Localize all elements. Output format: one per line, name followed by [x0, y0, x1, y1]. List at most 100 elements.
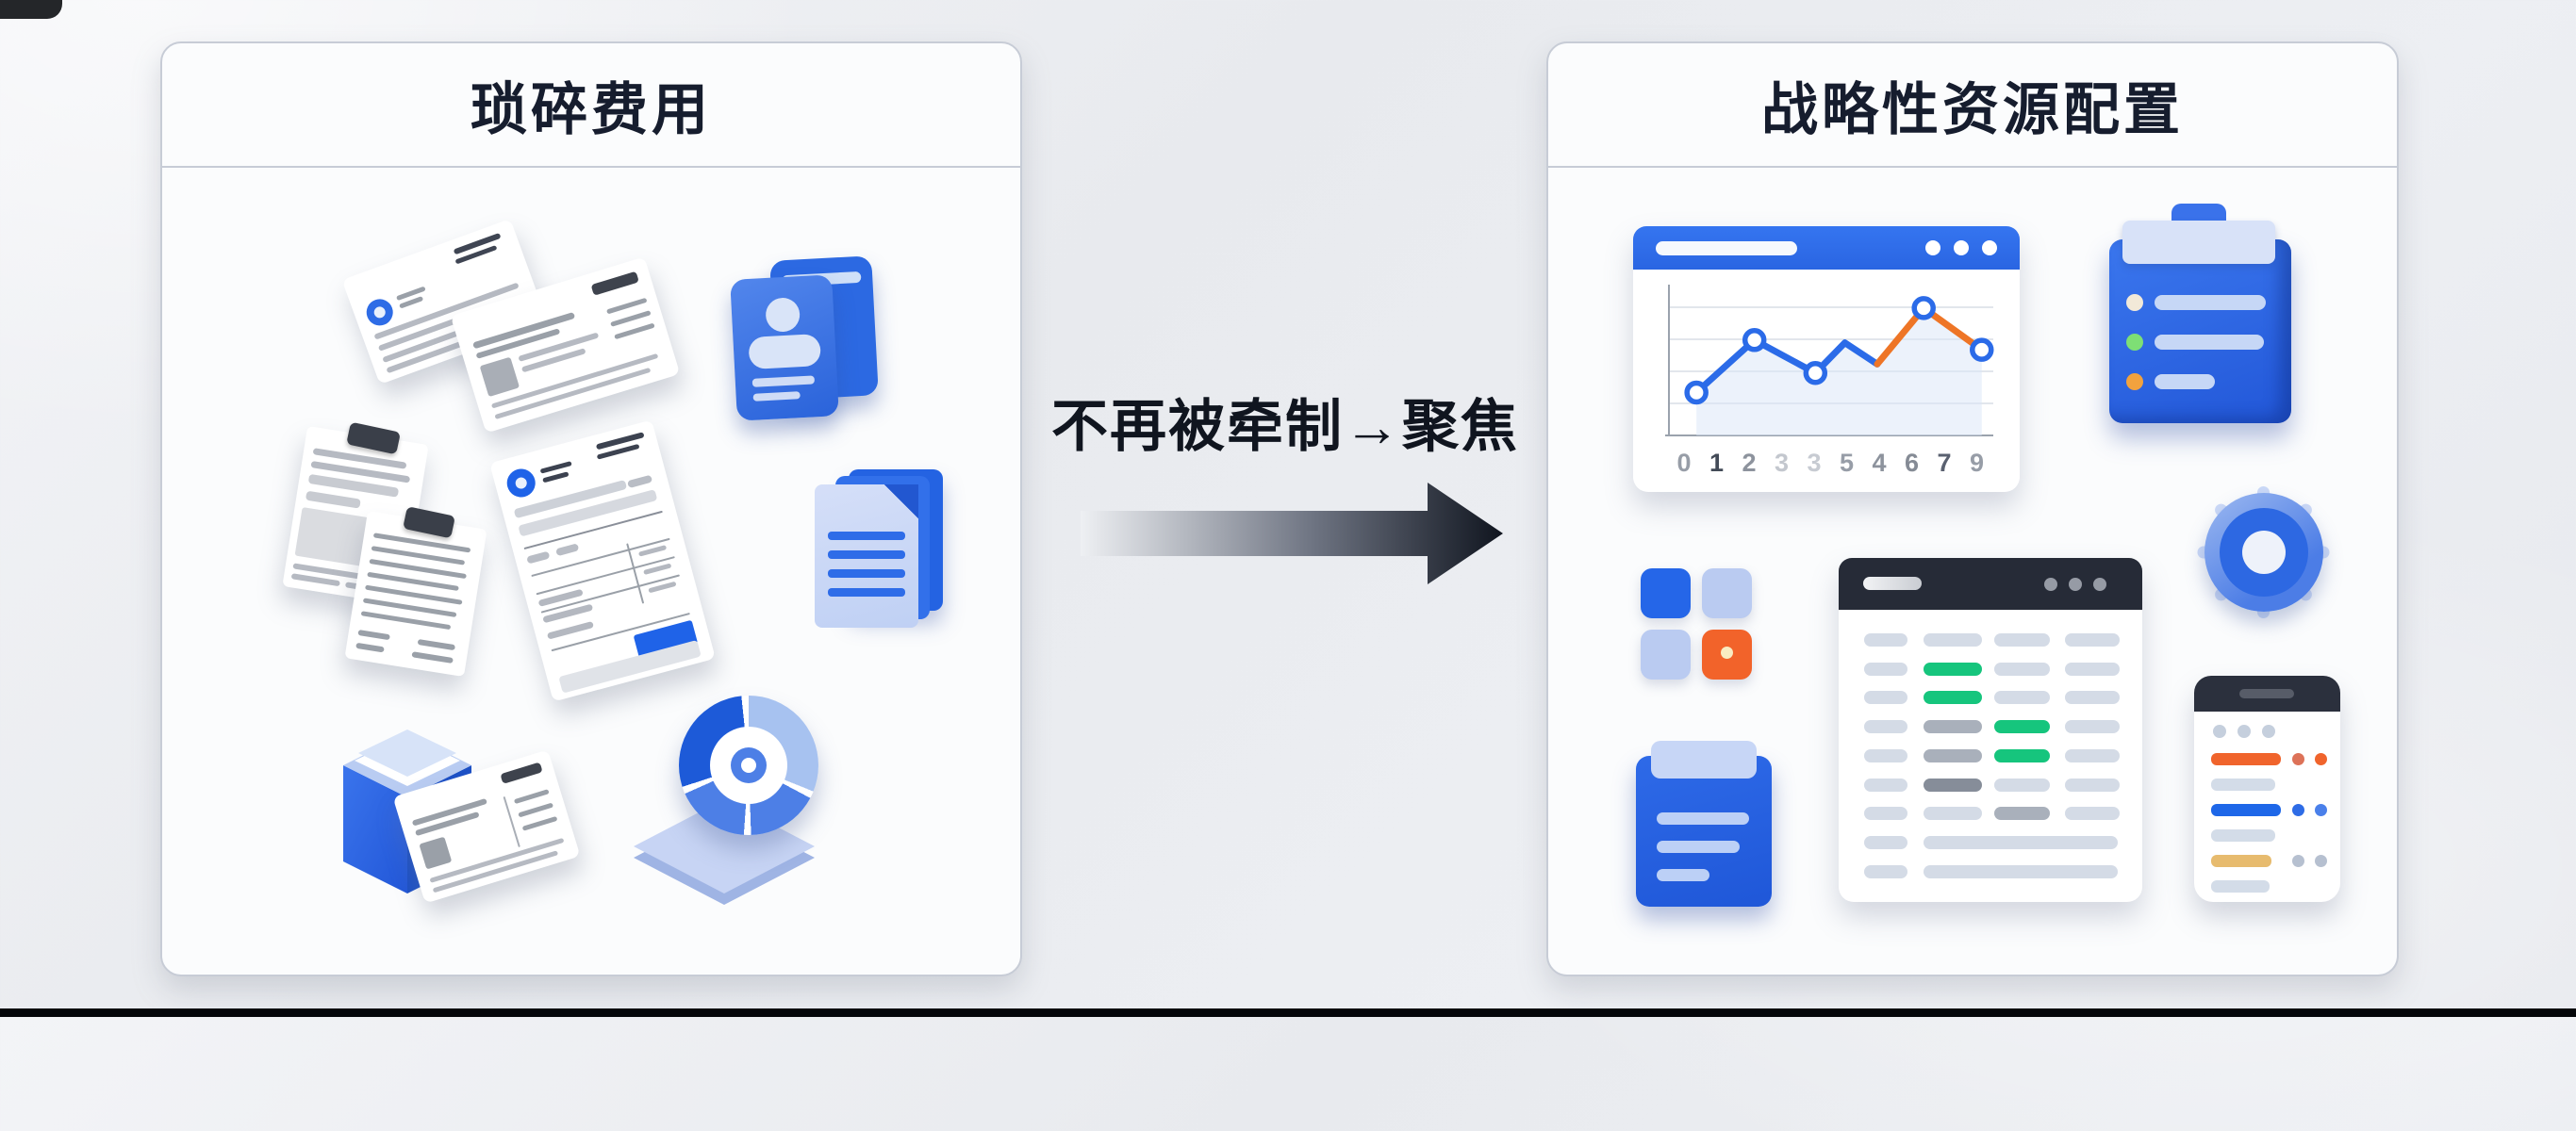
table-pill	[1864, 748, 1907, 762]
table-pill	[2065, 807, 2120, 821]
window-dot-icon	[1925, 240, 1940, 255]
table-body	[1839, 610, 2142, 902]
left-panel-header: 琐碎费用	[162, 43, 1020, 168]
note-tab	[1651, 741, 1757, 779]
app-grid-cell	[1702, 630, 1752, 680]
table-pill	[1994, 662, 2050, 676]
right-panel-title: 战略性资源配置	[1761, 77, 2184, 141]
clipboard-row-bar	[2155, 335, 2264, 350]
table-pill	[1924, 691, 1982, 705]
table-header-pill	[1863, 577, 1922, 590]
person-body-icon	[748, 334, 822, 369]
page-fold-corner	[884, 484, 918, 518]
table-pill	[1994, 691, 2050, 705]
clipboard-bullet-dot	[2126, 373, 2143, 390]
left-panel-title: 琐碎费用	[471, 77, 712, 141]
table-pill	[1924, 720, 1982, 734]
left-panel: 琐碎费用	[160, 41, 1022, 976]
table-pill	[1994, 807, 2050, 821]
clipboard-band	[2122, 221, 2275, 264]
table-pill	[1924, 835, 2118, 849]
binder-clip-icon-2	[403, 506, 455, 539]
window-dot-icon	[1982, 240, 1997, 255]
table-pill	[1994, 748, 2050, 762]
table-pill	[1924, 807, 1982, 821]
phone-icon	[2194, 676, 2340, 902]
svg-text:9: 9	[1970, 449, 1984, 477]
clipboard-bullet-dot	[2126, 294, 2143, 311]
clipboard-row-bar	[2155, 374, 2215, 389]
svg-text:2: 2	[1742, 449, 1756, 477]
table-pill	[1864, 807, 1907, 821]
svg-text:5: 5	[1840, 449, 1854, 477]
table-pill	[1994, 778, 2050, 792]
window-dot-icon	[2044, 578, 2057, 591]
app-grid-cell-dot	[1721, 647, 1733, 659]
data-table-window	[1839, 558, 2142, 902]
phone-row-bar	[2211, 753, 2281, 765]
pie-chart-pedestal-icon	[632, 692, 820, 905]
phone-row-dot	[2292, 804, 2304, 816]
phone-row-dot	[2292, 753, 2304, 765]
phone-top-dot	[2213, 725, 2226, 738]
table-pill	[2065, 691, 2120, 705]
phone-row-bar	[2211, 880, 2270, 893]
svg-text:7: 7	[1937, 449, 1951, 477]
right-panel-header: 战略性资源配置	[1548, 43, 2397, 168]
clipboard-icon	[2109, 204, 2291, 423]
svg-text:1: 1	[1709, 449, 1724, 477]
app-grid-cell	[1702, 568, 1752, 618]
app-grid-cell	[1641, 630, 1691, 680]
paper-document-icon-2	[344, 506, 487, 678]
corner-smudge	[0, 0, 62, 19]
phone-header	[2194, 676, 2340, 712]
table-pill	[1994, 720, 2050, 734]
binder-clip-icon	[346, 421, 401, 455]
table-pill	[2065, 720, 2120, 734]
browser-address-pill	[1656, 241, 1797, 255]
browser-header	[1633, 226, 2020, 270]
svg-text:4: 4	[1872, 449, 1886, 477]
clipboard-bullet-dot	[2126, 334, 2143, 351]
table-pill	[1924, 748, 1982, 762]
gear-donut-icon	[2197, 479, 2337, 625]
window-dot-icon	[2093, 578, 2106, 591]
invoice-icon	[489, 419, 716, 702]
table-header	[1839, 558, 2142, 610]
table-pill	[1864, 633, 1907, 647]
table-pill	[1924, 633, 1982, 647]
phone-row-bar	[2211, 779, 2275, 791]
table-pill	[1924, 864, 2118, 878]
table-pill	[2065, 778, 2120, 792]
svg-text:3: 3	[1775, 449, 1789, 477]
table-pill	[1864, 720, 1907, 734]
phone-row-dot	[2292, 855, 2304, 867]
table-pill	[1864, 691, 1907, 705]
svg-text:3: 3	[1807, 449, 1821, 477]
table-pill	[1994, 633, 2050, 647]
window-dot-icon	[2069, 578, 2082, 591]
phone-row-dot	[2315, 804, 2327, 816]
phone-row-bar	[2211, 804, 2281, 816]
pie-donut-icon	[679, 696, 818, 835]
svg-text:6: 6	[1905, 449, 1919, 477]
table-pill	[1924, 662, 1982, 676]
table-pill	[1864, 864, 1907, 878]
phone-top-dot	[2262, 725, 2275, 738]
clipboard-row-bar	[2155, 295, 2266, 310]
document-front-page	[815, 484, 918, 628]
phone-body	[2194, 712, 2340, 902]
window-dot-icon	[1954, 240, 1969, 255]
person-head-icon	[765, 297, 801, 333]
app-grid-cell	[1641, 568, 1691, 618]
clipboard-rows	[2109, 239, 2291, 423]
table-pill	[1924, 778, 1982, 792]
note-document-icon	[1636, 741, 1772, 907]
table-pill	[2065, 633, 2120, 647]
document-stack-icon	[815, 469, 951, 628]
phone-row-dot	[2315, 855, 2327, 867]
phone-speaker	[2239, 689, 2294, 698]
